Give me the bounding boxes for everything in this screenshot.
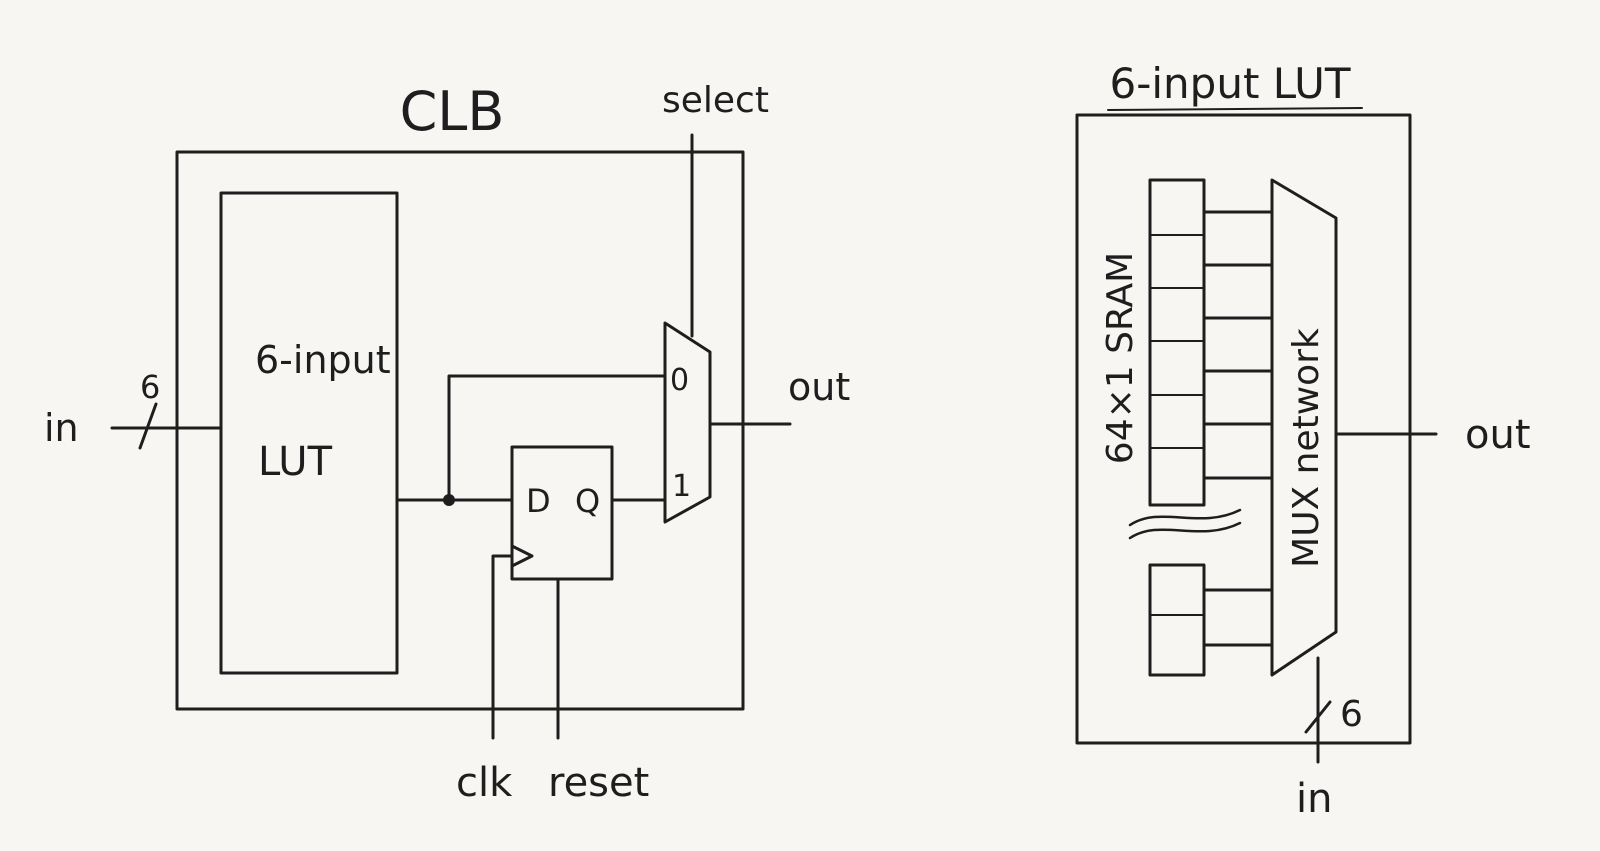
lut-detail-block: 6-input LUT — [1075, 59, 1531, 822]
clb-lut-box — [219, 191, 399, 675]
clb-flip-flop — [510, 445, 614, 581]
sram-break-squiggle — [1128, 508, 1242, 527]
sram-label: 64×1 SRAM — [1100, 252, 1141, 464]
sram-column-upper — [1148, 178, 1206, 507]
clb-outer-box — [175, 150, 745, 711]
clb-bus-width: 6 — [140, 368, 160, 406]
clb-ff-d: D — [526, 482, 551, 520]
clb-title: CLB — [400, 80, 505, 143]
clb-lut-label-line1: 6-input — [255, 338, 391, 382]
clb-mux-input-0: 0 — [670, 363, 689, 398]
clb-block: CLB 6-input LUT 6 in D Q 0 1 select out — [44, 80, 850, 806]
clb-select-label: select — [662, 80, 769, 121]
clb-lut-label-line2: LUT — [258, 439, 333, 485]
clb-clock-triangle — [510, 544, 534, 568]
clb-bypass-wire — [447, 374, 667, 502]
clb-clk-label: clk — [456, 760, 513, 806]
sram-column-lower — [1148, 563, 1206, 677]
lut-title-underline — [1107, 107, 1363, 111]
lut-bus-slash — [1304, 700, 1332, 734]
clb-reset-label: reset — [548, 760, 649, 806]
lut-out-label: out — [1465, 412, 1531, 458]
sram-break-squiggle — [1128, 521, 1242, 540]
sram-cells-upper — [1149, 234, 1205, 449]
mux-network — [1270, 178, 1338, 677]
lut-title: 6-input LUT — [1110, 59, 1351, 108]
clb-mux — [663, 321, 712, 524]
clb-out-label: out — [788, 365, 850, 409]
lut-outer-box — [1075, 113, 1412, 745]
clb-mux-input-1: 1 — [672, 469, 691, 504]
sram-mux-wires — [1202, 210, 1274, 647]
clb-clk-wire — [491, 554, 514, 740]
clb-in-label: in — [44, 406, 79, 450]
clb-ff-q: Q — [575, 482, 600, 520]
lut-bus-width: 6 — [1340, 694, 1363, 735]
clb-bus-slash — [138, 402, 158, 450]
lut-in-label: in — [1296, 776, 1332, 822]
mux-network-label: MUX network — [1286, 328, 1327, 568]
